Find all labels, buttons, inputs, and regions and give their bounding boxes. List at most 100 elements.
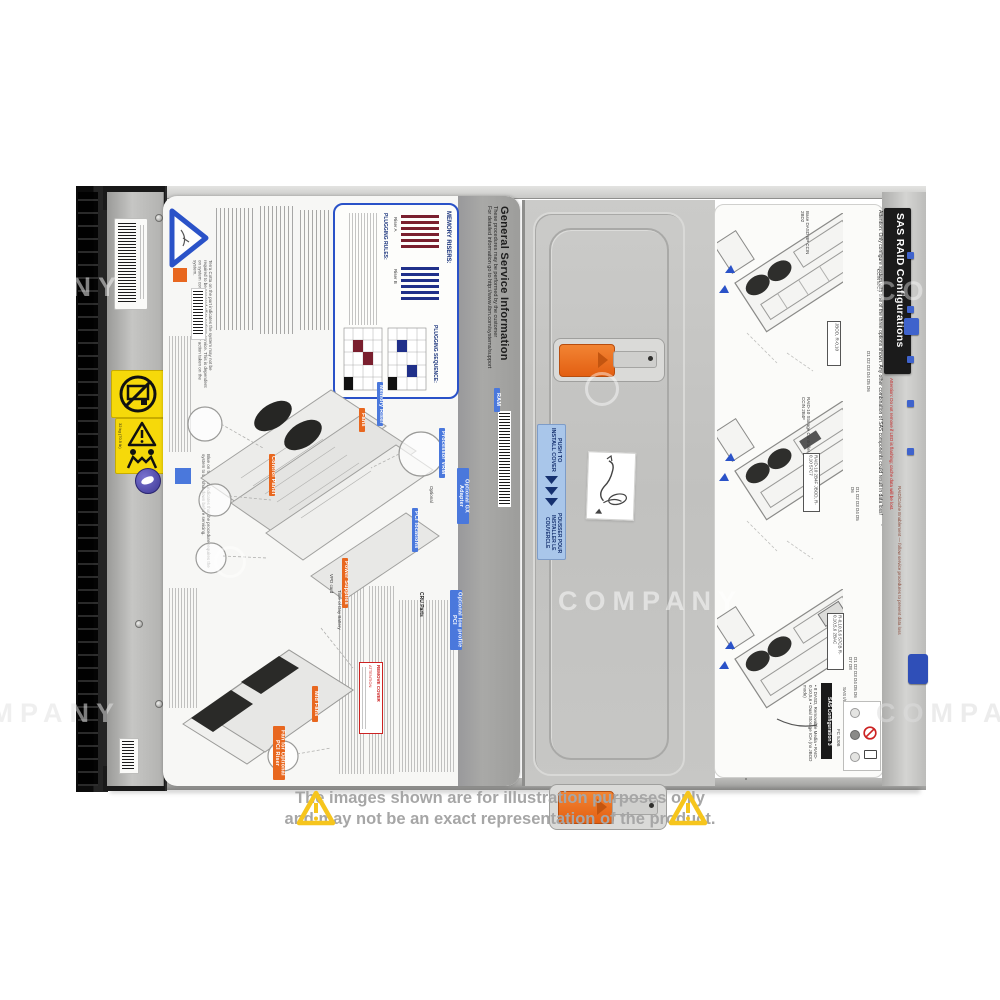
disclaimer-line2: and may not be an exact representation o… — [284, 810, 716, 828]
blue-clip — [907, 400, 914, 407]
product-photo: 32 kg (70.5 lb) General Service Informat… — [76, 186, 928, 830]
monitor-crossed-icon — [119, 375, 157, 413]
plugging-sequence-table — [343, 327, 427, 391]
callout-processor-vrm: Processor VRM — [439, 428, 446, 478]
barcode-lines — [122, 741, 134, 770]
push-install-label: PUSH TO INSTALL COVER POUSSER POUR INSTA… — [537, 424, 566, 560]
plugging-rules-text — [349, 213, 377, 325]
callout-low-profile-pci: Optional low profile PCI — [450, 590, 463, 650]
fine-print-block — [426, 600, 454, 772]
barcode-lines — [499, 413, 510, 505]
config3-drives: D1 D2 D3 D4 D5 D6 D7 D8 — [847, 657, 858, 698]
latch-stem-bottom — [612, 798, 658, 815]
blue-clip — [907, 252, 914, 259]
arrows-down-icon — [545, 476, 558, 506]
config1-callout-left: Base DASD BP CCIN 2BD2 — [799, 211, 810, 255]
gsi-text: General Service Information These proced… — [466, 206, 510, 676]
barcode-lines — [193, 291, 203, 336]
disclaimer-line1: The images shown are for illustration pu… — [295, 789, 705, 807]
service-label: General Service Information These proced… — [163, 196, 520, 786]
disclaimer: The images shown are for illustration pu… — [250, 788, 750, 836]
remove-cover-finetext — [361, 667, 366, 729]
callout-power-supplies: Power Supplies — [342, 558, 349, 608]
latch-stem-top — [613, 351, 657, 368]
access-cover: PUSH TO INSTALL COVER POUSSER POUR INSTA… — [522, 200, 772, 830]
chassis-shadow — [110, 788, 920, 793]
led-dot — [850, 752, 860, 762]
config2-callout-mid: RAID-10 2B4F JBOD, R-0,10 57C7 — [803, 453, 820, 512]
config2-drives: D1 D2 D3 D4 D5 D6 — [849, 487, 860, 521]
orange-latch-top[interactable] — [559, 344, 615, 377]
lift-weight: 32 kg (70.5 lb) — [118, 423, 123, 449]
config3-header: SAS Configuration 3 — [821, 683, 832, 759]
plugging-rules-label: PLUGGING RULES: — [382, 213, 388, 260]
led-dot — [850, 708, 860, 718]
callout-control-panel: Control Panel — [269, 454, 276, 496]
config1-ccin: CCIN 57C7 — [876, 269, 881, 293]
fine-print-block — [167, 336, 191, 452]
two-person-lift-icon — [126, 449, 158, 469]
latch-grip-icon — [597, 799, 607, 815]
front-bezel — [76, 186, 108, 792]
led-legend — [843, 701, 881, 771]
fine-print-block — [257, 206, 293, 334]
callout-fans: Fans — [359, 408, 366, 432]
blue-latch-right[interactable] — [908, 654, 928, 684]
blue-clip — [907, 356, 914, 363]
config1-drives: D1 D2 D3 D4 D5 D6 — [866, 351, 871, 392]
latch-hole-bottom — [649, 803, 654, 808]
round-sticker — [135, 468, 161, 494]
disclaimer-warning-right-icon — [668, 790, 708, 826]
barcode-lines — [118, 223, 136, 303]
barcode-sticker-bottom — [119, 738, 139, 774]
blue-latch-large[interactable] — [904, 318, 919, 335]
config3-fc: FC 5J0B — [836, 729, 841, 747]
dimm-bars-riser-a — [401, 215, 439, 261]
config3-bullets: • 8 DASD, Removable Media • RAID-0,10,5,… — [802, 685, 818, 762]
config1-callout-mid: JBOD, R-0,10 — [827, 321, 841, 366]
latch-instruction-sticker — [585, 451, 637, 521]
callout-memory-riser: Memory Riser — [377, 382, 384, 426]
gsi-barcode — [498, 411, 511, 507]
callout-mid-fans: Mid Fans — [312, 686, 319, 722]
terra-cotta-legend-swatch — [173, 268, 187, 282]
cache-enablement-line: RAID/Cache Enablement — follow service p… — [897, 486, 902, 635]
gsi-subline2: For detailed information go to http://ww… — [486, 206, 492, 369]
barcode-sticker-top — [114, 218, 148, 310]
screw — [155, 214, 163, 222]
barcode-microtext — [138, 225, 144, 299]
lift-warning-label: 32 kg (70.5 lb) — [115, 418, 169, 474]
screw — [135, 620, 143, 628]
blue-legend-swatch — [175, 468, 191, 484]
plugging-sequence-label: PLUGGING SEQUENCE: — [432, 325, 438, 383]
config-drawing-1 — [717, 213, 843, 372]
callout-optional-gx-adapter: Optional GX Adapter — [457, 468, 470, 524]
push-text-fr: POUSSER POUR INSTALLER LE COUVERCLE — [544, 512, 562, 554]
fine-print-block — [297, 210, 329, 330]
bezel-vents — [78, 192, 98, 786]
sas-attention-line: Attention: Only configure system with on… — [877, 210, 883, 515]
warning-triangle-blue-icon — [169, 208, 209, 268]
blue-clip — [907, 306, 914, 313]
chassis-top-edge — [107, 186, 926, 199]
riser-b-label: Riser B — [393, 269, 398, 284]
disclaimer-warning-left-icon — [296, 790, 336, 826]
sas-tab: SAS RAID Configurations — [884, 208, 911, 374]
latch-diagram-icon — [595, 454, 627, 514]
screw — [155, 700, 163, 708]
annotation-optional: Optional — [429, 486, 434, 503]
led-dot — [850, 730, 860, 740]
orange-latch-bottom[interactable] — [558, 791, 614, 824]
callout-pci-locations: PCI locations — [412, 508, 419, 552]
fine-print-block — [215, 208, 253, 330]
remove-cover-body: ATTENTION — [368, 665, 373, 688]
latch-recess-top — [553, 338, 665, 382]
cover-emboss-outer — [533, 212, 685, 776]
memory-title: MEMORY RISERS: — [445, 211, 451, 264]
exploded-diagram — [182, 389, 444, 772]
watermark-ring — [8, 280, 38, 310]
label-barcode-sticker — [191, 288, 206, 340]
remove-cover-title: REMOVE COVER — [376, 665, 381, 702]
memory-panel: MEMORY RISERS: Riser A Riser B PLUGGING … — [333, 203, 459, 399]
config-drawing-2 — [717, 401, 843, 560]
